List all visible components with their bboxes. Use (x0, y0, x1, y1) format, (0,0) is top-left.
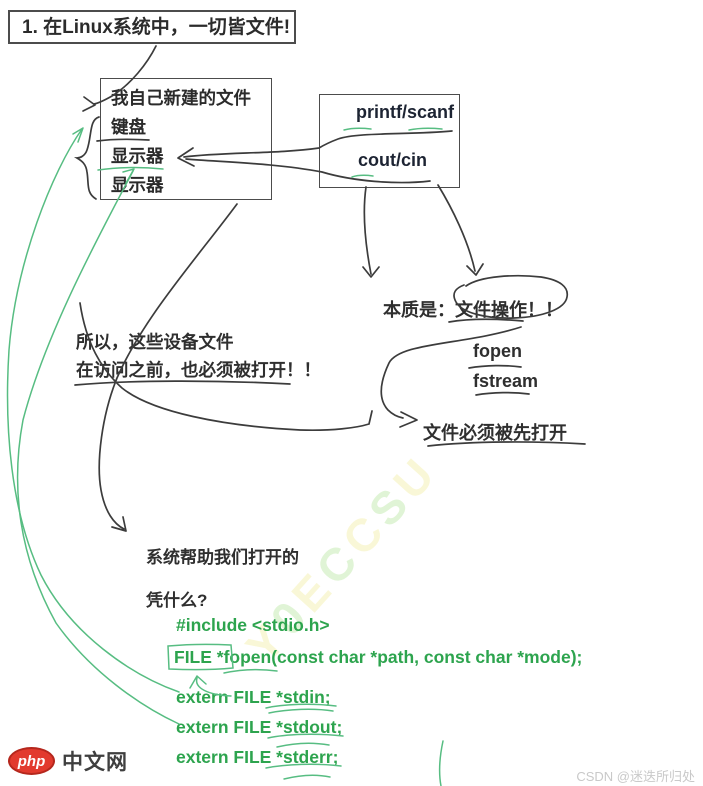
note-system-open: 系统帮助我们打开的 (146, 548, 299, 567)
note-so-line1: 所以，这些设备文件 (76, 332, 234, 352)
arrow-stdin-to-keyboard-head (72, 127, 84, 143)
note-why: 凭什么? (146, 591, 208, 610)
note-must-open: 文件必须被先打开 (423, 423, 567, 443)
note-so-line2: 在访问之前，也必须被打开！！ (76, 360, 321, 380)
csdn-watermark: CSDN @迷迭所归处 (576, 769, 695, 784)
device-line-display-1: 显示器 (111, 146, 164, 166)
code-include: #include <stdio.h> (176, 615, 330, 635)
essence-prefix: 本质是： (383, 300, 455, 320)
php-logo: php (8, 747, 55, 775)
php-site-logo: php 中文网 (8, 746, 128, 776)
extern-prefix: extern FILE * (176, 747, 283, 767)
device-line-my-files: 我自己新建的文件 (111, 88, 251, 108)
brace-devices (73, 116, 100, 200)
site-name: 中文网 (62, 751, 128, 774)
stderr-name: stderr; (282, 747, 339, 767)
code-fopen-decl: FILE *fopen(const char *path, const char… (174, 647, 582, 668)
underline-fopen-call (223, 668, 278, 674)
stroke-bottom-right (438, 740, 444, 786)
code-extern-stderr: extern FILE *stderr; (176, 747, 338, 768)
code-extern-stdout: extern FILE *stdout; (176, 717, 342, 738)
extern-prefix: extern FILE * (176, 717, 283, 737)
title-text: 1. 在Linux系统中，一切皆文件! (22, 17, 291, 38)
note-fstream: fstream (473, 371, 539, 391)
device-line-keyboard: 键盘 (111, 117, 146, 137)
extern-prefix: extern FILE * (176, 687, 283, 707)
arrowhead-mustopen (399, 411, 418, 428)
stdout-name: stdout; (282, 717, 343, 737)
api-cout-cin: cout/cin (358, 150, 428, 170)
note-fopen: fopen (473, 341, 522, 361)
arrow-title-to-devices-head (82, 96, 96, 112)
underline-fopen-note (468, 364, 522, 369)
arrow-cout-to-essence (437, 184, 484, 276)
api-printf-scanf: printf/scanf (355, 102, 454, 122)
devices-box: 我自己新建的文件 键盘 显示器 显示器 (100, 78, 272, 200)
code-file-ptr: FILE * (174, 647, 224, 667)
arrow-printf-to-essence (362, 186, 380, 278)
title-box: 1. 在Linux系统中，一切皆文件! (8, 10, 296, 44)
underline-fstream (475, 391, 530, 396)
arrow-stdout-to-display (16, 170, 180, 725)
stdin-name: stdin; (282, 687, 331, 707)
api-box: printf/scanf cout/cin (319, 94, 460, 188)
essence-note: 本质是：文件操作！！ (383, 296, 563, 322)
code-extern-stdin: extern FILE *stdin; (176, 687, 331, 708)
code-fopen-rest: fopen(const char *path, const char *mode… (223, 647, 583, 667)
essence-circled: 文件操作！！ (455, 300, 563, 320)
device-line-display-2: 显示器 (111, 175, 164, 195)
